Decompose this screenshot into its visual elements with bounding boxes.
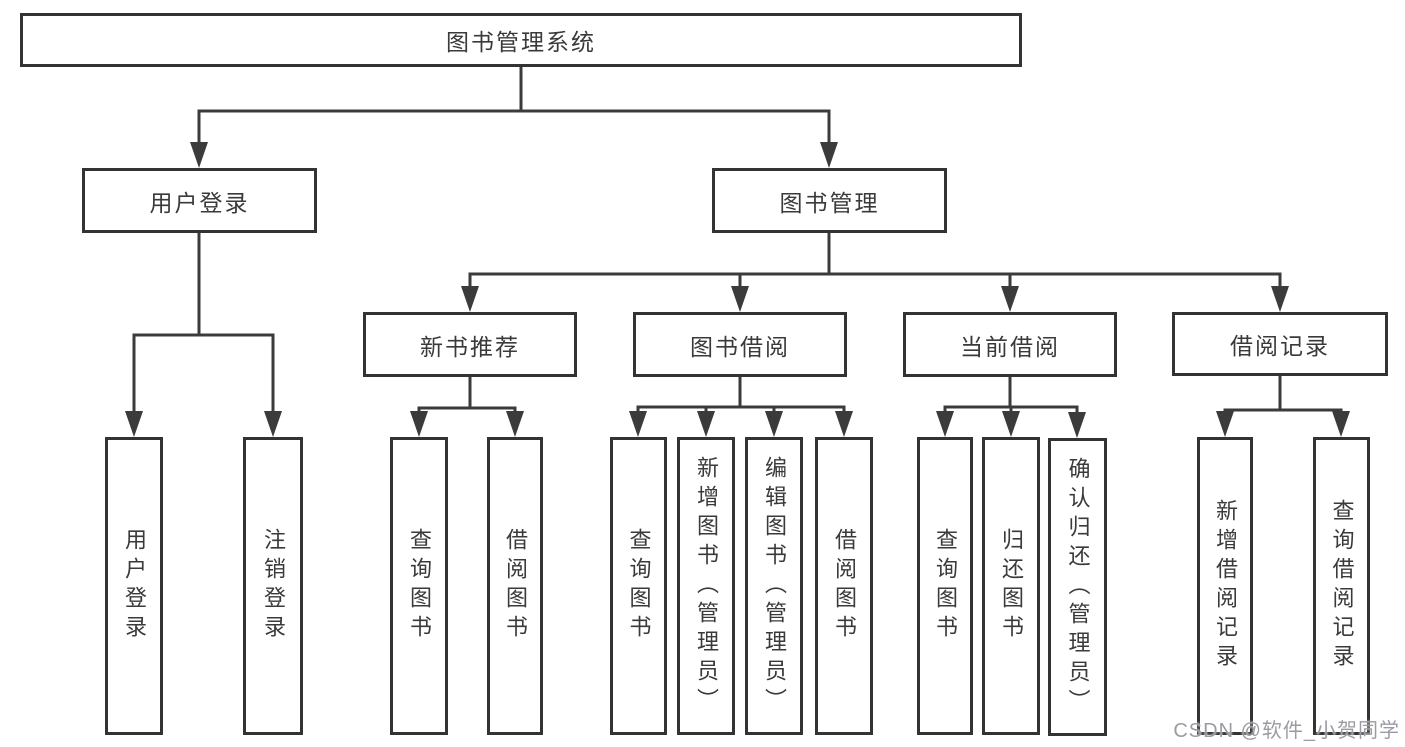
arrowhead-icon [461,286,479,312]
node-label-leaf-confirm-return: 确认归还（管理员） [1065,456,1091,718]
arrowhead-icon [1068,412,1086,438]
arrowhead-icon [1271,286,1289,312]
node-label-new-book-recommend: 新书推荐 [420,333,520,360]
node-label-leaf-add-borrow-record: 新增借阅记录 [1213,499,1238,673]
node-box-leaf-borrow-books-1: 借阅图书 [487,437,543,735]
node-label-system-root: 图书管理系统 [446,29,596,55]
node-box-leaf-add-borrow-record: 新增借阅记录 [1197,437,1253,735]
node-label-leaf-return-books: 归还图书 [999,528,1024,644]
arrowhead-icon [264,411,282,437]
node-label-leaf-borrow-books-1: 借阅图书 [503,528,528,644]
node-label-leaf-query-books-2: 查询图书 [626,528,652,644]
node-box-leaf-logout: 注销登录 [243,437,303,735]
node-box-leaf-confirm-return: 确认归还（管理员） [1048,438,1107,736]
node-label-leaf-edit-books: 编辑图书（管理员） [762,455,787,717]
arrowhead-icon [820,142,838,168]
node-box-current-borrowing: 当前借阅 [903,312,1117,377]
node-label-book-borrowing: 图书借阅 [690,333,790,360]
arrowhead-icon [765,411,783,437]
node-label-book-management: 图书管理 [779,189,880,216]
arrowhead-icon [190,142,208,168]
node-label-leaf-add-books: 新增图书（管理员） [694,455,719,717]
node-label-leaf-query-books-3: 查询图书 [933,528,958,644]
node-box-new-book-recommend: 新书推荐 [363,312,577,377]
node-box-leaf-edit-books: 编辑图书（管理员） [745,437,803,735]
node-box-leaf-add-books: 新增图书（管理员） [677,437,735,735]
node-box-borrowing-records: 借阅记录 [1172,312,1388,376]
arrowhead-icon [125,411,143,437]
node-label-borrowing-records: 借阅记录 [1230,333,1330,359]
node-box-book-borrowing: 图书借阅 [633,312,847,377]
node-label-leaf-query-books-1: 查询图书 [407,528,432,644]
arrowhead-icon [1332,411,1350,437]
node-label-leaf-logout: 注销登录 [261,528,286,644]
node-box-leaf-query-books-2: 查询图书 [610,437,667,735]
arrowhead-icon [629,411,647,437]
arrowhead-icon [697,411,715,437]
arrowhead-icon [1001,286,1019,312]
node-label-leaf-query-borrow-record: 查询借阅记录 [1329,499,1355,673]
node-label-leaf-user-login: 用户登录 [122,528,147,644]
node-box-leaf-user-login: 用户登录 [105,437,163,735]
node-box-leaf-borrow-books-2: 借阅图书 [815,437,873,735]
arrowhead-icon [506,411,524,437]
node-box-system-root: 图书管理系统 [20,13,1022,67]
node-box-leaf-query-books-1: 查询图书 [390,437,448,735]
arrowhead-icon [1002,411,1020,437]
node-label-user-login: 用户登录 [149,189,250,216]
node-label-current-borrowing: 当前借阅 [960,333,1060,360]
arrowhead-icon [731,286,749,312]
arrowhead-icon [1216,411,1234,437]
node-box-leaf-query-borrow-record: 查询借阅记录 [1313,437,1370,735]
node-label-leaf-borrow-books-2: 借阅图书 [832,528,857,644]
node-box-book-management: 图书管理 [712,168,947,233]
node-box-leaf-query-books-3: 查询图书 [917,437,973,735]
node-box-leaf-return-books: 归还图书 [982,437,1040,735]
arrowhead-icon [410,411,428,437]
node-box-user-login: 用户登录 [82,168,317,233]
arrowhead-icon [936,411,954,437]
watermark: CSDN @软件_小贺同学 [1173,720,1400,742]
arrowhead-icon [835,411,853,437]
